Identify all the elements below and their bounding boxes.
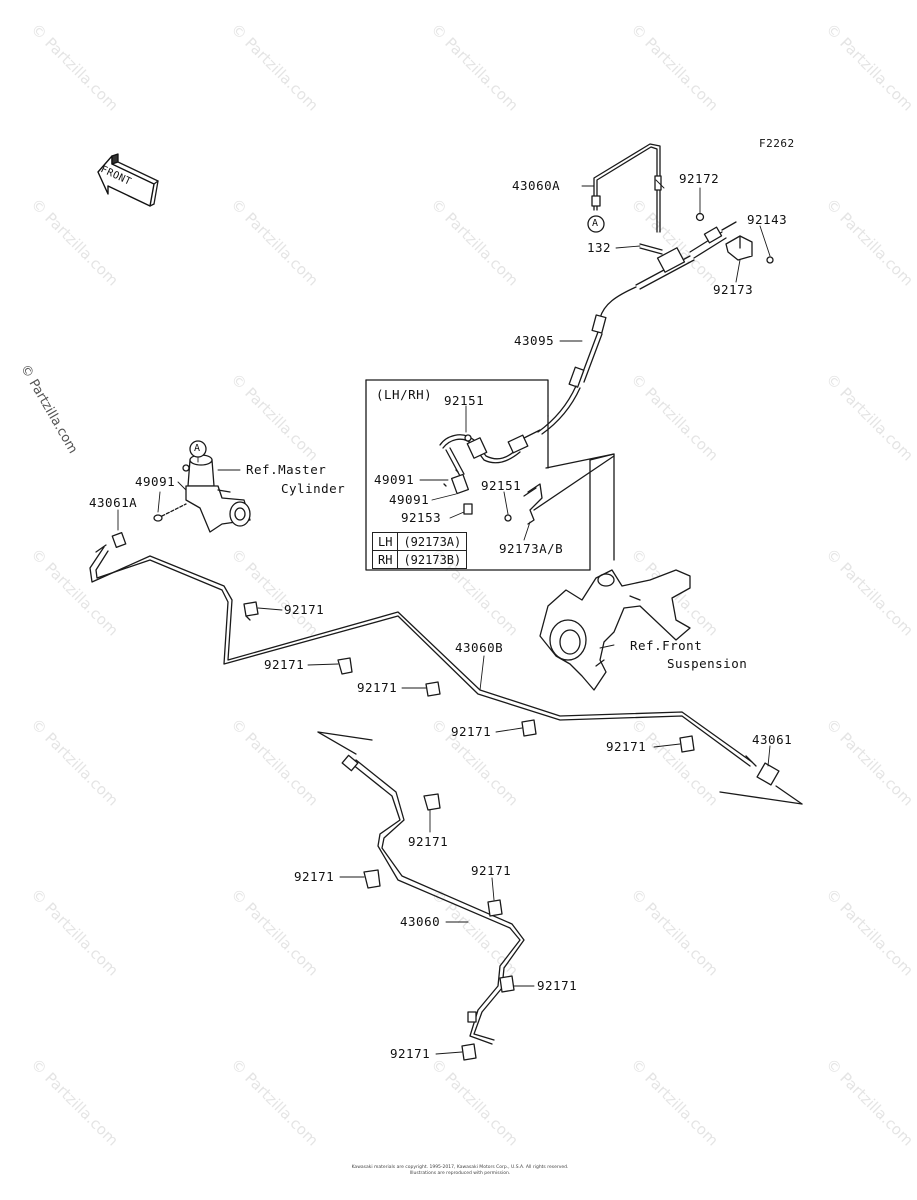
clamp-92171-g bbox=[363, 869, 381, 889]
ref-front-line2: Suspension bbox=[667, 656, 748, 671]
part-label-92171[interactable]: 92171 bbox=[471, 863, 512, 878]
clamp-92171-h bbox=[487, 899, 503, 917]
part-label-43061A[interactable]: 43061A bbox=[89, 495, 138, 510]
inset-title: (LH/RH) bbox=[376, 387, 433, 402]
circle-a-label: A bbox=[592, 218, 599, 229]
part-label-43095[interactable]: 43095 bbox=[514, 333, 555, 348]
part-label-132[interactable]: 132 bbox=[587, 240, 612, 255]
pipe-43060 bbox=[341, 754, 525, 1045]
clamp-92171-a bbox=[243, 601, 259, 621]
inset-hose bbox=[439, 429, 543, 525]
fitting-43061 bbox=[745, 755, 780, 786]
part-label-92143[interactable]: 92143 bbox=[747, 212, 788, 227]
ref-master-line1: Ref.Master bbox=[246, 462, 327, 477]
part-label-92151[interactable]: 92151 bbox=[444, 393, 485, 408]
clamp-92171-i bbox=[499, 975, 515, 993]
part-label-43061[interactable]: 43061 bbox=[752, 732, 793, 747]
part-label-49091[interactable]: 49091 bbox=[135, 474, 176, 489]
part-label-43060[interactable]: 43060 bbox=[400, 914, 441, 929]
clamp-92171-j bbox=[461, 1043, 477, 1061]
part-label-92173AB[interactable]: 92173A/B bbox=[499, 541, 564, 556]
hose-assembly-43095 bbox=[537, 221, 737, 435]
part-label-92171[interactable]: 92171 bbox=[390, 1046, 431, 1061]
leader-lines bbox=[117, 179, 771, 1055]
table-row: LH (92173A) bbox=[371, 532, 468, 551]
part-label-92171[interactable]: 92171 bbox=[294, 869, 335, 884]
pipe-43060B bbox=[89, 544, 753, 767]
part-label-92171[interactable]: 92171 bbox=[606, 739, 647, 754]
front-arrow-icon bbox=[97, 153, 159, 207]
clamp-92171-b bbox=[337, 657, 353, 675]
clamp-92171-c bbox=[425, 681, 441, 697]
part-label-92171[interactable]: 92171 bbox=[264, 657, 305, 672]
part-label-49091[interactable]: 49091 bbox=[389, 492, 430, 507]
clamp-92171-f bbox=[423, 793, 441, 811]
clamp-92171-e bbox=[679, 735, 695, 753]
table-cell-part[interactable]: (92173B) bbox=[397, 550, 468, 569]
table-row: RH (92173B) bbox=[371, 550, 468, 569]
part-label-92153[interactable]: 92153 bbox=[401, 510, 442, 525]
table-cell-side: LH bbox=[371, 532, 399, 551]
copyright-line: Illustrations are reproduced with permis… bbox=[409, 1171, 511, 1177]
part-label-43060A[interactable]: 43060A bbox=[512, 178, 561, 193]
part-label-92171[interactable]: 92171 bbox=[451, 724, 492, 739]
part-label-92171[interactable]: 92171 bbox=[284, 602, 325, 617]
clamp-92171-d bbox=[521, 719, 537, 737]
part-label-49091[interactable]: 49091 bbox=[374, 472, 415, 487]
part-label-92172[interactable]: 92172 bbox=[679, 171, 720, 186]
part-label-43060B[interactable]: 43060B bbox=[455, 640, 504, 655]
ref-master-line2: Cylinder bbox=[281, 481, 346, 496]
part-label-92173[interactable]: 92173 bbox=[713, 282, 754, 297]
copyright-line: Kawasaki materials are copyright. 1995-2… bbox=[351, 1165, 569, 1170]
part-label-92171[interactable]: 92171 bbox=[357, 680, 398, 695]
master-cylinder bbox=[182, 440, 251, 533]
table-cell-side: RH bbox=[371, 550, 399, 569]
copyright-notice: Kawasaki materials are copyright. 1995-2… bbox=[345, 1165, 575, 1178]
table-cell-part[interactable]: (92173A) bbox=[397, 532, 468, 551]
fitting-43061A bbox=[111, 503, 187, 548]
part-label-92171[interactable]: 92171 bbox=[408, 834, 449, 849]
pipe-43060A bbox=[591, 143, 662, 233]
part-label-92151[interactable]: 92151 bbox=[481, 478, 522, 493]
part-label-92171[interactable]: 92171 bbox=[537, 978, 578, 993]
ref-front-line1: Ref.Front bbox=[630, 638, 703, 653]
figure-code: F2262 bbox=[759, 137, 795, 150]
side-table: LH (92173A) RH (92173B) bbox=[371, 532, 468, 569]
front-suspension-knuckle bbox=[539, 569, 691, 691]
connection-a-circle bbox=[587, 215, 605, 233]
circle-a-label: A bbox=[194, 443, 201, 454]
